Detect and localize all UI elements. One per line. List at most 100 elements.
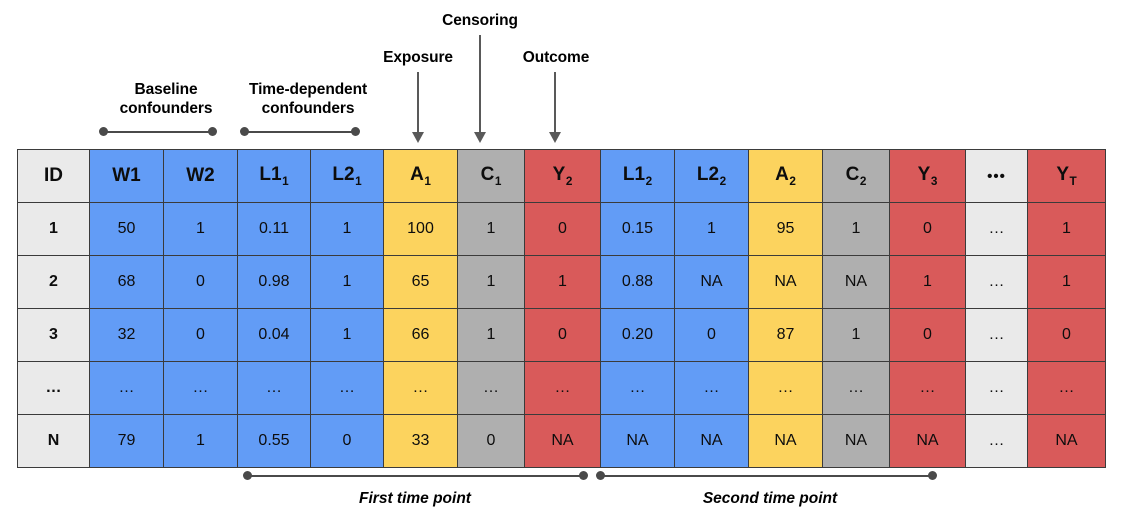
column-header-l21: L21 xyxy=(310,149,384,203)
table-cell: 65 xyxy=(383,255,458,309)
column-header-l11: L11 xyxy=(237,149,311,203)
timeline-bracket-second xyxy=(596,471,937,481)
bracket-dot-right xyxy=(351,127,360,136)
column-header-: ••• xyxy=(965,149,1028,203)
table-cell: 0.55 xyxy=(237,414,311,468)
bracket-baseline-confounders xyxy=(99,127,217,137)
timeline-label-first-time-point: First time point xyxy=(359,490,471,507)
table-cell: 100 xyxy=(383,202,458,256)
table-cell: … xyxy=(822,361,890,415)
table-cell: … xyxy=(889,361,966,415)
table-cell: 1 xyxy=(163,414,238,468)
table-cell: NA xyxy=(674,255,749,309)
table-cell: 0.20 xyxy=(600,308,675,362)
table-cell: NA xyxy=(524,414,601,468)
table-cell: 0 xyxy=(163,308,238,362)
row-id-cell: 1 xyxy=(17,202,90,256)
arrow-shaft xyxy=(479,35,481,132)
bracket-bar xyxy=(247,475,584,477)
table-cell: NA xyxy=(600,414,675,468)
table-cell: 0.04 xyxy=(237,308,311,362)
row-id-cell: N xyxy=(17,414,90,468)
arrow-head xyxy=(474,132,486,143)
table-cell: 1 xyxy=(457,255,525,309)
arrow-outcome xyxy=(548,72,562,143)
table-cell: 1 xyxy=(1027,202,1106,256)
table-cell: 1 xyxy=(822,202,890,256)
table-cell: NA xyxy=(674,414,749,468)
column-header-a1: A1 xyxy=(383,149,458,203)
table-cell: 0.88 xyxy=(600,255,675,309)
arrow-head xyxy=(549,132,561,143)
table-cell: 33 xyxy=(383,414,458,468)
table-cell: NA xyxy=(822,414,890,468)
column-header-l22: L22 xyxy=(674,149,749,203)
table-cell: NA xyxy=(1027,414,1106,468)
column-header-y3: Y3 xyxy=(889,149,966,203)
table-cell: … xyxy=(965,414,1028,468)
table-cell: … xyxy=(524,361,601,415)
column-header-w2: W2 xyxy=(163,149,238,203)
table-cell: 95 xyxy=(748,202,823,256)
table-cell: 1 xyxy=(524,255,601,309)
column-header-w1: W1 xyxy=(89,149,164,203)
table-cell: 0 xyxy=(889,202,966,256)
table-cell: 1 xyxy=(674,202,749,256)
table-cell: NA xyxy=(748,414,823,468)
table-cell: NA xyxy=(822,255,890,309)
table-cell: … xyxy=(1027,361,1106,415)
arrow-exposure xyxy=(411,72,425,143)
table-cell: 32 xyxy=(89,308,164,362)
bracket-dot-right xyxy=(928,471,937,480)
table-cell: … xyxy=(310,361,384,415)
table-cell: 0.11 xyxy=(237,202,311,256)
bracket-bar xyxy=(103,131,213,133)
table-cell: … xyxy=(965,308,1028,362)
table-cell: 1 xyxy=(310,308,384,362)
column-header-c2: C2 xyxy=(822,149,890,203)
table-cell: NA xyxy=(889,414,966,468)
table-cell: 79 xyxy=(89,414,164,468)
table-cell: … xyxy=(89,361,164,415)
table-cell: 1 xyxy=(1027,255,1106,309)
table-cell: 0 xyxy=(163,255,238,309)
table-cell: … xyxy=(748,361,823,415)
column-header-c1: C1 xyxy=(457,149,525,203)
row-id-cell: … xyxy=(17,361,90,415)
table-cell: 0.15 xyxy=(600,202,675,256)
arrow-censoring xyxy=(473,35,487,143)
column-header-l12: L12 xyxy=(600,149,675,203)
table-cell: … xyxy=(965,361,1028,415)
timeline-bracket-first xyxy=(243,471,588,481)
table-cell: 1 xyxy=(163,202,238,256)
table-cell: 1 xyxy=(310,255,384,309)
table-cell: 66 xyxy=(383,308,458,362)
table-cell: 0 xyxy=(889,308,966,362)
timeline-label-second-time-point: Second time point xyxy=(702,490,838,507)
table-cell: … xyxy=(600,361,675,415)
annotation-label-outcome: Outcome xyxy=(522,49,590,66)
table-cell: 1 xyxy=(457,308,525,362)
table-cell: 0 xyxy=(674,308,749,362)
table-cell: 0.98 xyxy=(237,255,311,309)
annotation-label-censoring: Censoring xyxy=(442,12,518,29)
table-cell: 68 xyxy=(89,255,164,309)
bracket-bar xyxy=(600,475,933,477)
table-cell: … xyxy=(237,361,311,415)
table-cell: 50 xyxy=(89,202,164,256)
row-id-cell: 3 xyxy=(17,308,90,362)
table-cell: 1 xyxy=(889,255,966,309)
table-cell: … xyxy=(163,361,238,415)
column-header-id: ID xyxy=(17,149,90,203)
table-cell: 1 xyxy=(457,202,525,256)
table-cell: 0 xyxy=(1027,308,1106,362)
row-id-cell: 2 xyxy=(17,255,90,309)
bracket-dot-right xyxy=(579,471,588,480)
column-header-a2: A2 xyxy=(748,149,823,203)
table-cell: 1 xyxy=(822,308,890,362)
annotation-label-baseline-confounders: Baseline confounders xyxy=(119,81,213,117)
arrow-head xyxy=(412,132,424,143)
